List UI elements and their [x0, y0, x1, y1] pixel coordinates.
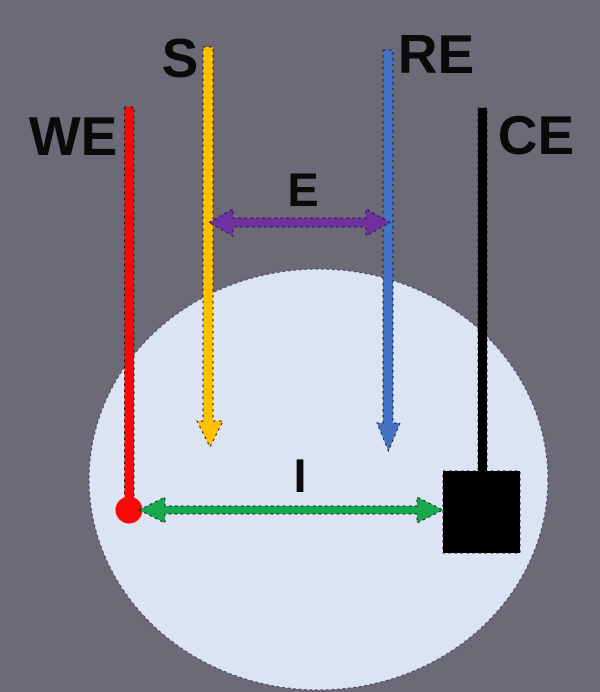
we-electrode-tip-dot [115, 496, 143, 524]
ce-electrode-plate [442, 470, 521, 554]
we-electrode-line [124, 106, 135, 511]
current-label: I [293, 449, 306, 502]
s-label: S [162, 27, 199, 89]
current-arrow [137, 496, 445, 524]
re-label: RE [398, 23, 474, 85]
ce-electrode-rod [477, 107, 488, 473]
ce-label: CE [498, 104, 574, 166]
s-electrode-arrow [196, 46, 224, 449]
re-electrode-arrow [376, 49, 401, 453]
potential-arrow [207, 208, 392, 237]
we-label: WE [29, 105, 118, 167]
potential-label: E [287, 163, 318, 216]
